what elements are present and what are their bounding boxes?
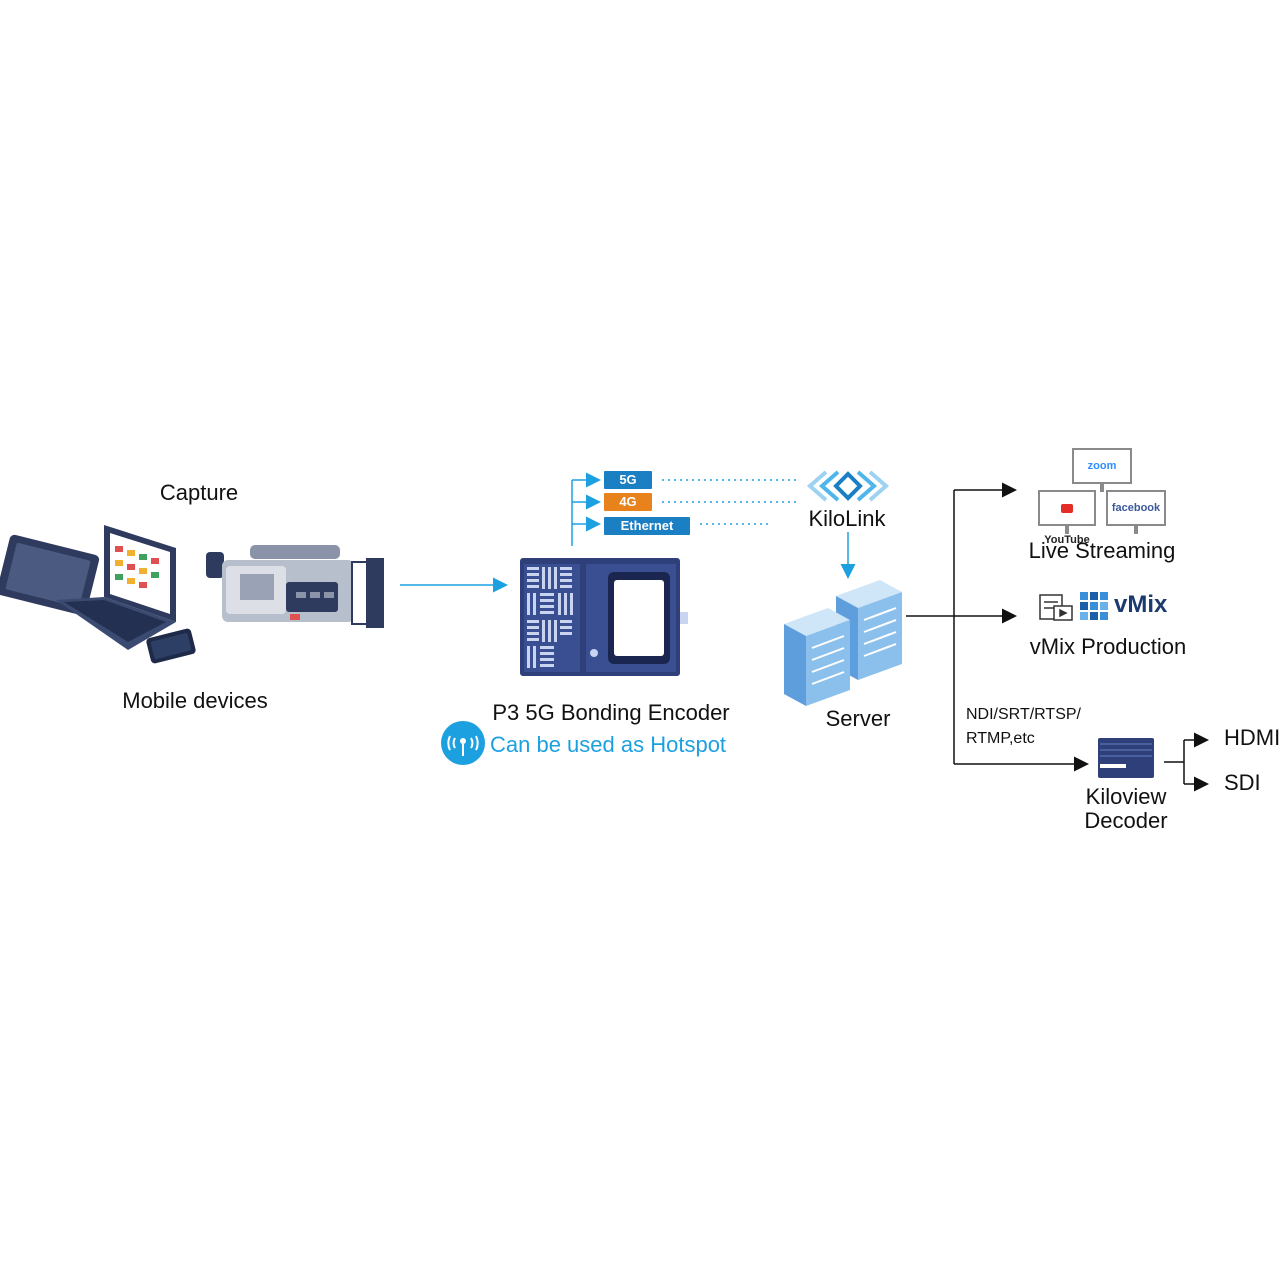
live-streaming-label: Live Streaming (1028, 538, 1176, 563)
network-bracket (571, 472, 601, 546)
youtube-screen-icon: YouTube (1038, 490, 1096, 546)
capture-label: Capture (159, 480, 239, 505)
protocols-line1: NDI/SRT/RTSP/ (966, 706, 1081, 723)
server-icon (784, 580, 902, 706)
facebook-screen-icon: facebook (1106, 490, 1166, 526)
kilolink-label: KiloLink (808, 506, 886, 531)
youtube-text: YouTube (1044, 534, 1090, 547)
phone-icon (146, 628, 196, 664)
laptop-icon (56, 525, 176, 650)
camcorder-icon (206, 545, 384, 628)
server-label: Server (825, 706, 891, 731)
vmix-logo-icon (1080, 592, 1108, 620)
dotted-links (662, 479, 800, 525)
hdmi-label: HDMI (1224, 725, 1280, 750)
vmix-logo-text: vMix (1114, 591, 1168, 618)
decoder-device (1098, 738, 1154, 778)
hotspot-label: Can be used as Hotspot (490, 732, 727, 757)
decoder-label-line2: Decoder (1084, 808, 1168, 833)
zoom-screen-icon: zoom (1072, 448, 1132, 484)
protocols-line2: RTMP,etc (966, 730, 1035, 747)
zoom-stand (1100, 484, 1104, 492)
hotspot-icon (441, 721, 485, 765)
youtube-play-icon (1061, 503, 1073, 513)
kilolink-logo-icon (806, 470, 890, 502)
encoder-label: P3 5G Bonding Encoder (492, 700, 730, 725)
production-doc-icon (1039, 594, 1073, 621)
tag-ethernet: Ethernet (604, 517, 690, 535)
tag-4g: 4G (604, 493, 652, 511)
decoder-label-line1: Kiloview (1085, 784, 1167, 809)
mobile-devices-label: Mobile devices (122, 688, 268, 713)
vmix-production-label: vMix Production (1029, 634, 1187, 659)
sdi-label: SDI (1224, 770, 1261, 795)
tag-5g: 5G (604, 471, 652, 489)
youtube-stand (1065, 526, 1069, 534)
tablet-icon (0, 534, 100, 616)
encoder-device (520, 558, 688, 676)
facebook-stand (1134, 526, 1138, 534)
distribution-arrows (906, 482, 1209, 792)
